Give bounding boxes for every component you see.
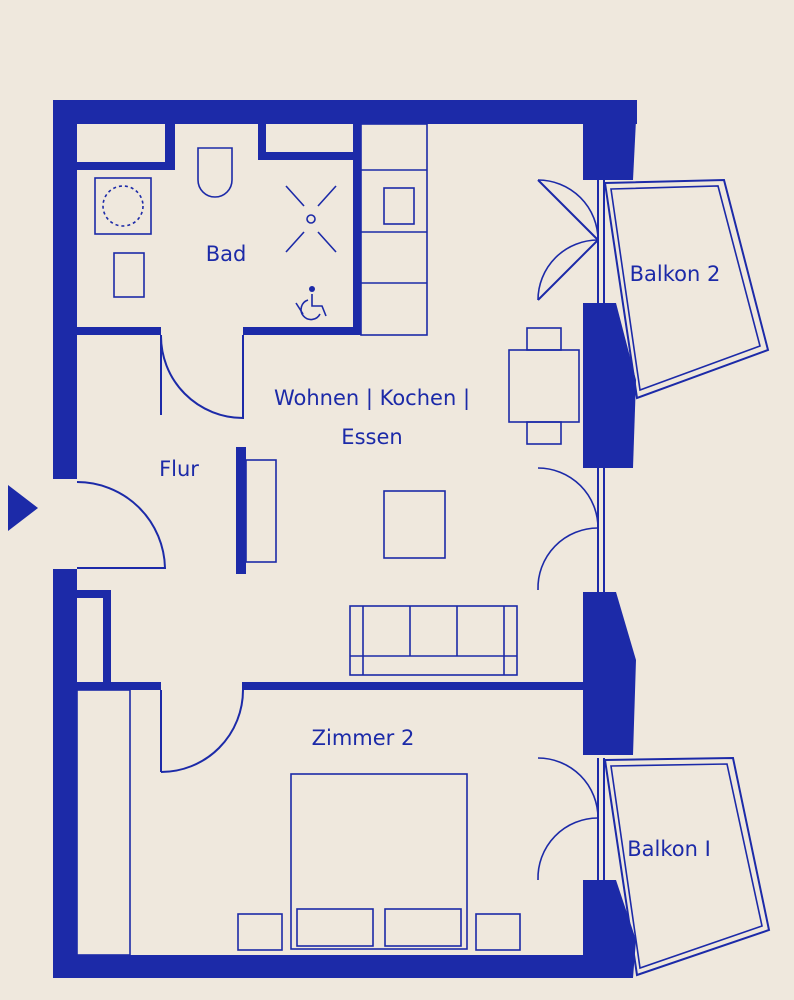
wheelchair-icon xyxy=(295,286,327,321)
label-flur: Flur xyxy=(159,457,199,481)
label-bad: Bad xyxy=(206,242,247,266)
nightstands xyxy=(237,913,521,951)
balcony-1 xyxy=(603,756,771,977)
balcony-2 xyxy=(603,178,770,400)
bath-fixtures xyxy=(94,147,337,298)
label-balkon1: Balkon I xyxy=(627,837,711,861)
bedroom-wardrobe xyxy=(76,689,131,956)
label-zimmer2: Zimmer 2 xyxy=(312,726,415,750)
wardrobe xyxy=(245,459,277,563)
bath-door xyxy=(159,334,244,420)
entrance-arrow-icon xyxy=(8,485,38,531)
entrance-door xyxy=(53,477,167,571)
balcony-door-middle xyxy=(537,467,605,592)
balcony-door-bottom xyxy=(537,757,605,881)
balcony-door-top xyxy=(537,179,605,303)
interior-walls xyxy=(77,124,583,690)
kitchen-counter xyxy=(360,123,428,336)
room-door xyxy=(160,682,244,773)
coffee-table xyxy=(383,490,446,559)
label-wohnen-line1: Wohnen | Kochen | xyxy=(274,386,470,411)
label-balkon2: Balkon 2 xyxy=(630,262,721,286)
outer-walls xyxy=(53,100,637,978)
dining-table xyxy=(508,327,580,445)
bed xyxy=(290,773,468,950)
label-wohnen-line2: Essen xyxy=(341,425,402,449)
sofa xyxy=(349,605,518,676)
